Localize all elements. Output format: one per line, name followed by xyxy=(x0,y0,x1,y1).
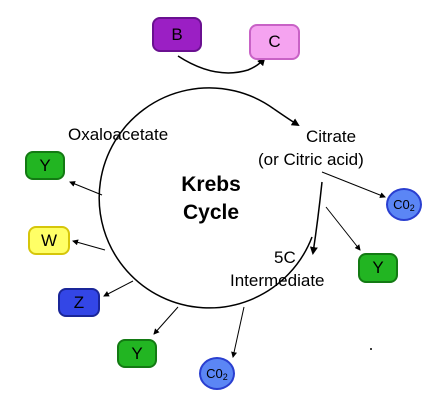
co2-subscript: 2 xyxy=(409,202,415,213)
box-y-bottom: Y xyxy=(117,339,157,368)
b-to-c-arrow xyxy=(177,55,266,74)
box-b: B xyxy=(152,17,202,52)
co2-text: C0 xyxy=(206,366,223,381)
arrow-to-y-right xyxy=(325,206,361,251)
box-y-right: Y xyxy=(358,253,398,283)
arrow-to-y-bottom xyxy=(153,306,179,335)
arrow-to-y-left xyxy=(69,181,103,196)
box-y-left: Y xyxy=(25,151,65,180)
center-title: Krebs Cycle xyxy=(168,171,254,227)
center-title-line1: Krebs xyxy=(181,173,241,196)
label-citrate: Citrate xyxy=(306,127,357,146)
stray-dot xyxy=(370,348,372,350)
co2-text: C0 xyxy=(393,197,410,212)
label-intermediate: Intermediate xyxy=(230,271,325,290)
label-oxaloacetate: Oxaloacetate xyxy=(68,125,169,144)
cycle-circle xyxy=(98,87,313,309)
label-citric-acid: (or Citric acid) xyxy=(258,150,364,169)
arrow-to-co2-bottom xyxy=(231,306,245,358)
label-5c: 5C xyxy=(274,248,296,267)
center-title-line2: Cycle xyxy=(182,201,240,224)
cycle-arc-top-right xyxy=(273,108,300,127)
co2-subscript: 2 xyxy=(222,371,228,382)
arrow-to-w xyxy=(72,239,106,251)
arrow-to-z xyxy=(103,280,134,297)
box-w: W xyxy=(28,226,70,255)
box-c: C xyxy=(249,24,300,60)
cycle-arc-right xyxy=(309,181,323,255)
box-z: Z xyxy=(58,288,100,317)
arrow-to-co2-right xyxy=(321,171,386,198)
